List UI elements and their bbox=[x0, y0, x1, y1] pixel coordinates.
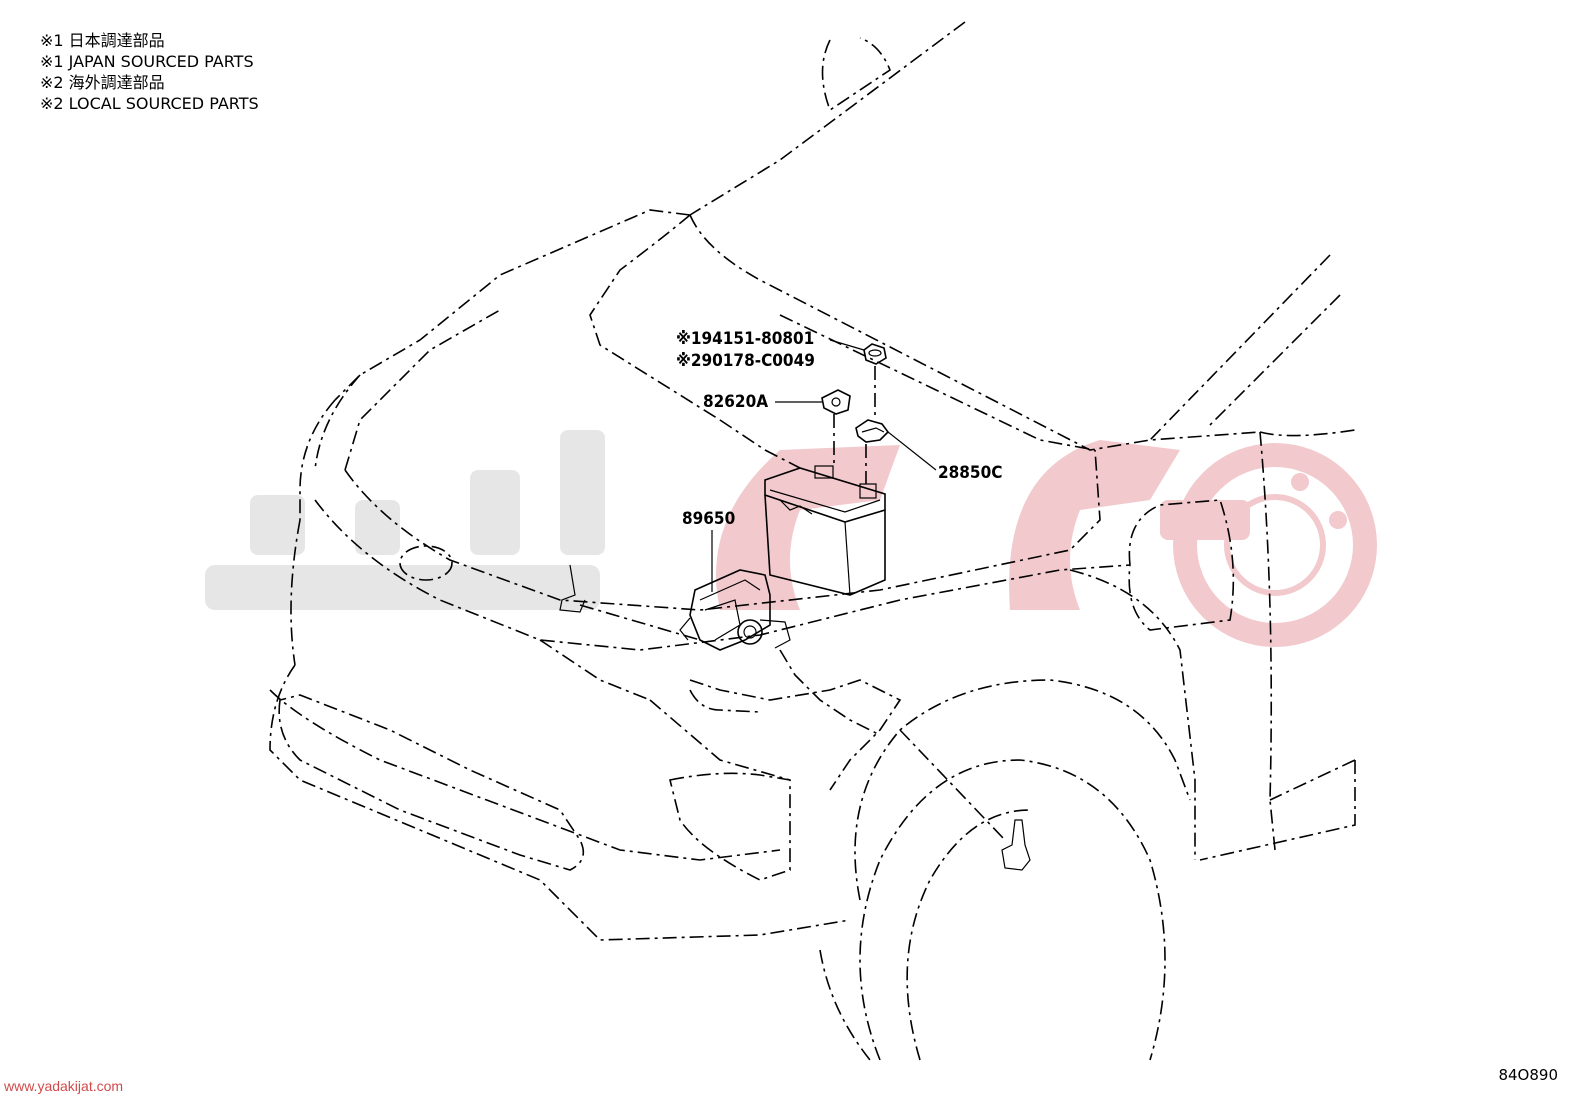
diagram-id: 84O890 bbox=[1498, 1066, 1558, 1084]
legend-line-4: ※2 LOCAL SOURCED PARTS bbox=[40, 94, 259, 113]
callout-82620A[interactable]: 82620A bbox=[703, 392, 769, 412]
sourcing-legend: ※1 日本調達部品 ※1 JAPAN SOURCED PARTS ※2 海外調達… bbox=[40, 30, 259, 114]
part-89650-sensor bbox=[679, 569, 791, 651]
part-28850C-terminal bbox=[855, 419, 890, 443]
legend-line-2: ※1 JAPAN SOURCED PARTS bbox=[40, 52, 254, 71]
battery-assembly bbox=[719, 419, 886, 596]
part-194151-nut bbox=[863, 343, 887, 365]
leader-194151 bbox=[829, 339, 865, 351]
leader-28850C bbox=[887, 431, 937, 471]
callout-89650[interactable]: 89650 bbox=[682, 509, 736, 529]
watermark-logo bbox=[205, 430, 1377, 647]
legend-line-3: ※2 海外調達部品 bbox=[40, 73, 165, 92]
site-url[interactable]: www.yadakijat.com bbox=[4, 1078, 124, 1094]
car-body-outline bbox=[269, 21, 1356, 1061]
part-82620A-clamp bbox=[821, 389, 851, 415]
callout-290178[interactable]: ※290178-C0049 bbox=[676, 351, 815, 371]
legend-line-1: ※1 日本調達部品 bbox=[40, 31, 165, 50]
bracket-parts bbox=[559, 564, 1031, 871]
callout-28850C[interactable]: 28850C bbox=[938, 463, 1003, 483]
callout-194151[interactable]: ※194151-80801 bbox=[676, 329, 815, 349]
